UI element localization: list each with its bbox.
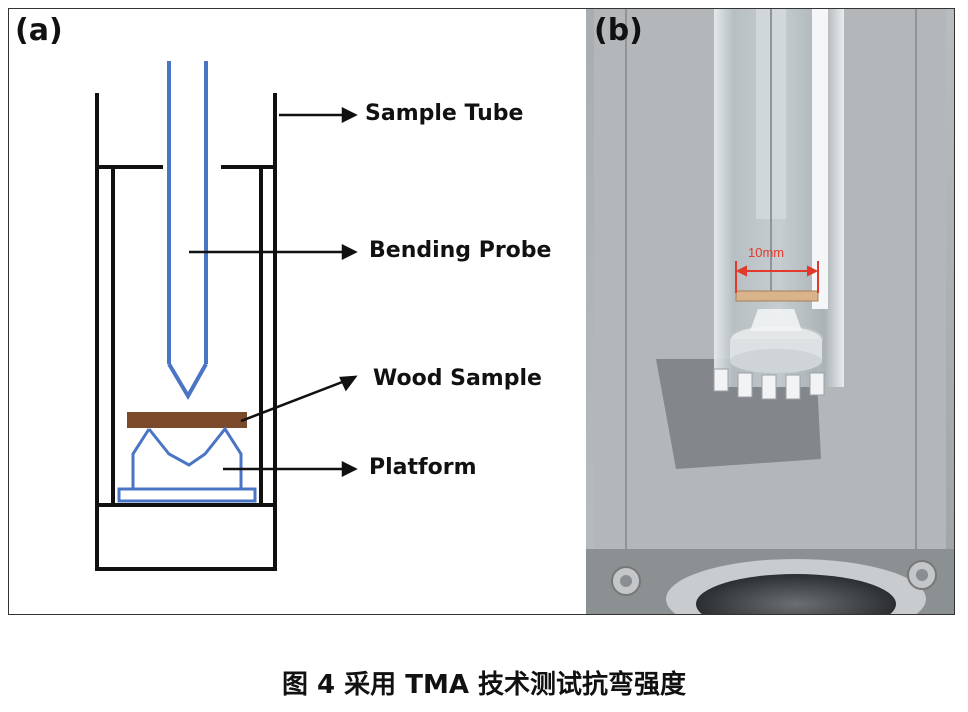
chamber-base [586, 549, 954, 614]
wood-sample-photo [735, 290, 819, 302]
figure-caption: 图 4 采用 TMA 技术测试抗弯强度 [281, 670, 687, 700]
callout-platform: Platform [369, 455, 477, 480]
figure-frame: (a) [8, 8, 955, 615]
glass-tube [713, 9, 844, 400]
callout-sample-tube: Sample Tube [365, 101, 524, 126]
sample-tube [95, 93, 277, 571]
panel-b-photo: (b) 10mm [586, 9, 954, 614]
tma-photo [586, 9, 954, 614]
panel-b-label: (b) [594, 13, 643, 48]
arrow-wood-sample [240, 379, 346, 423]
callout-wood-sample: Wood Sample [373, 366, 542, 391]
platform [117, 426, 257, 503]
tma-schematic [95, 61, 358, 571]
panel-a: (a) [9, 9, 586, 614]
bending-probe [167, 61, 208, 400]
callout-bending-probe: Bending Probe [369, 238, 552, 263]
dimension-marker [735, 261, 819, 293]
panel-a-label: (a) [15, 13, 63, 48]
wood-sample [127, 412, 247, 428]
dimension-label: 10mm [748, 245, 785, 260]
